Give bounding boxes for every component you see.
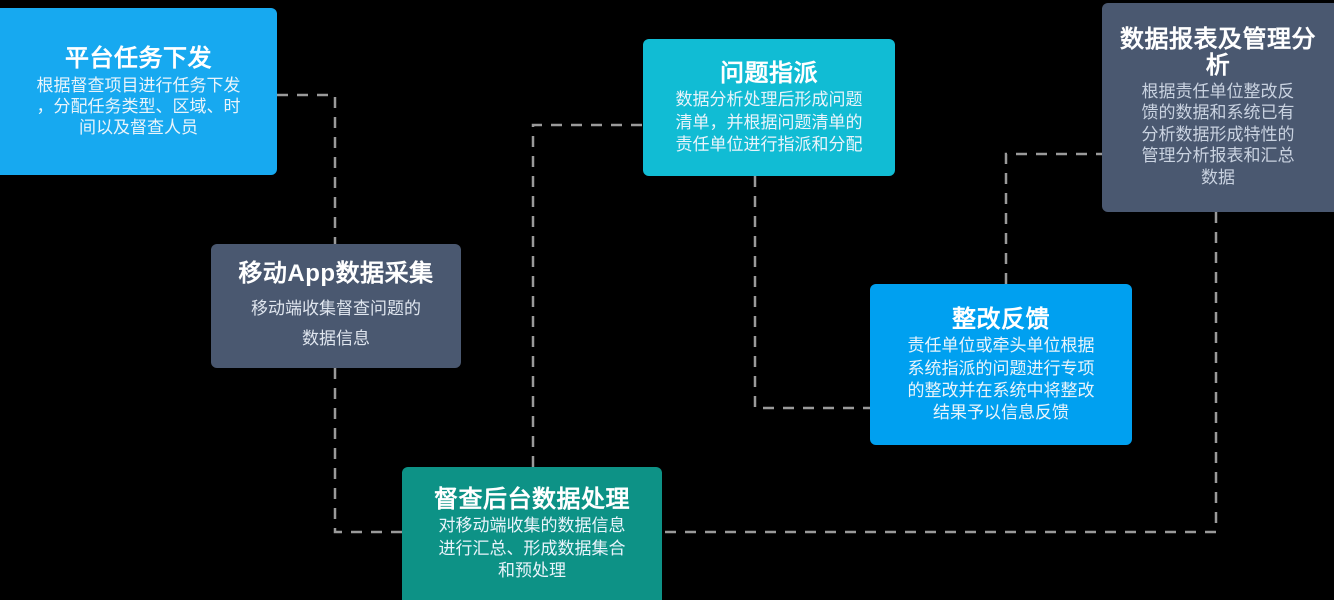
connector-issue-assign-to-rectify-feedback — [753, 176, 870, 410]
node-backend-process[interactable]: 督查后台数据处理 对移动端收集的数据信息 进行汇总、形成数据集合 和预处理 — [402, 467, 662, 600]
node-platform-task-desc: 根据督查项目进行任务下发 ，分配任务类型、区域、时 间以及督查人员 — [36, 75, 241, 138]
node-backend-process-title: 督查后台数据处理 — [434, 486, 630, 514]
node-report-analysis[interactable]: 数据报表及管理分析 根据责任单位整改反 馈的数据和系统已有 分析数据形成特性的 … — [1102, 3, 1334, 212]
node-issue-assign-title: 问题指派 — [720, 60, 818, 88]
connector-platform-task-to-mobile-app — [277, 93, 337, 244]
node-mobile-app-desc: 移动端收集督查问题的 数据信息 — [251, 298, 421, 348]
node-rectify-feedback-title: 整改反馈 — [952, 306, 1050, 334]
node-report-analysis-title: 数据报表及管理分析 — [1120, 26, 1316, 80]
connector-rectify-feedback-to-report-analysis — [1004, 152, 1102, 284]
node-rectify-feedback-desc: 责任单位或牵头单位根据 系统指派的问题进行专项 的整改并在系统中将整改 结果予以… — [907, 336, 1095, 422]
node-backend-process-desc: 对移动端收集的数据信息 进行汇总、形成数据集合 和预处理 — [438, 516, 626, 580]
node-mobile-app[interactable]: 移动App数据采集 移动端收集督查问题的 数据信息 — [211, 244, 461, 368]
node-issue-assign-desc: 数据分析处理后形成问题 清单，并根据问题清单的 责任单位进行指派和分配 — [675, 90, 863, 154]
node-platform-task[interactable]: 平台任务下发 根据督查项目进行任务下发 ，分配任务类型、区域、时 间以及督查人员 — [0, 8, 277, 175]
node-platform-task-title: 平台任务下发 — [65, 45, 212, 73]
connector-backend-process-to-issue-assign — [531, 123, 643, 467]
connector-mobile-app-to-backend-process — [333, 368, 402, 534]
node-mobile-app-title: 移动App数据采集 — [238, 259, 434, 287]
node-report-analysis-desc: 根据责任单位整改反 馈的数据和系统已有 分析数据形成特性的 管理分析报表和汇总 … — [1141, 81, 1295, 187]
node-rectify-feedback[interactable]: 整改反馈 责任单位或牵头单位根据 系统指派的问题进行专项 的整改并在系统中将整改… — [870, 284, 1132, 445]
node-issue-assign[interactable]: 问题指派 数据分析处理后形成问题 清单，并根据问题清单的 责任单位进行指派和分配 — [643, 39, 895, 176]
